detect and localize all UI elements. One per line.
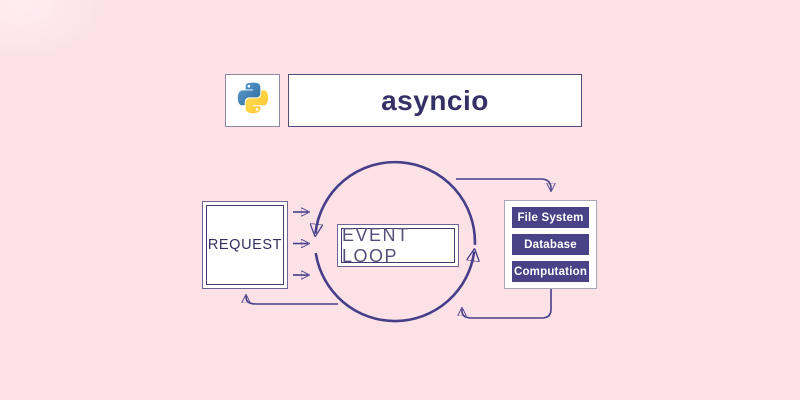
- task-item-file-system: File System: [512, 207, 589, 228]
- title-box: asyncio: [288, 74, 582, 127]
- arrow-loop-to-request: [246, 296, 338, 305]
- task-label: Computation: [513, 265, 588, 278]
- task-list: File System Database Computation: [504, 200, 597, 289]
- request-label: REQUEST: [207, 237, 283, 253]
- python-logo-box: [225, 74, 280, 127]
- event-loop-label: EVENT LOOP: [342, 224, 410, 266]
- arrow-tasks-to-loop: [462, 289, 552, 319]
- event-loop-arc-top: [315, 160, 477, 245]
- python-icon: [237, 82, 268, 113]
- page-title: asyncio: [381, 84, 489, 116]
- task-item-database: Database: [512, 234, 589, 255]
- event-loop-arc-bottom: [314, 252, 474, 323]
- task-label: Database: [524, 238, 577, 251]
- arrow-loop-to-tasks: [456, 178, 551, 190]
- event-loop-box: EVENT LOOP: [337, 224, 459, 267]
- request-box: REQUEST: [202, 201, 288, 289]
- task-item-computation: Computation: [512, 261, 589, 282]
- task-label: File System: [517, 211, 584, 224]
